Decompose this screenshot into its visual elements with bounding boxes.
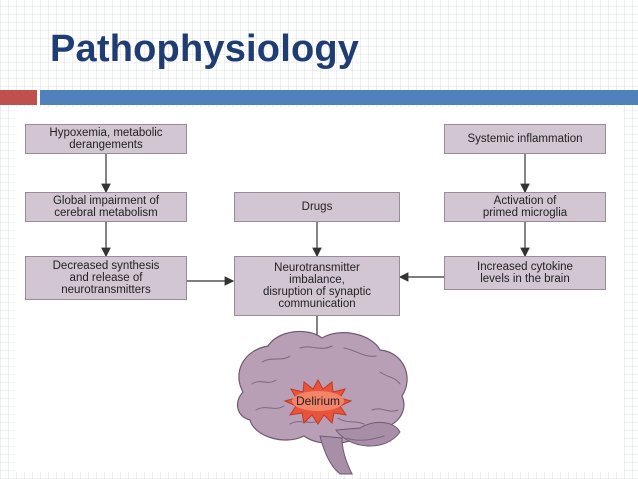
box-hypoxemia: Hypoxemia, metabolic derangements <box>25 124 187 154</box>
slide-title: Pathophysiology <box>50 28 360 70</box>
brain-cerebellum <box>335 422 401 447</box>
box-decreased-synthesis: Decreased synthesis and release of neuro… <box>25 256 187 300</box>
delirium-label: Delirium <box>296 394 340 408</box>
box-activation-microglia: Activation of primed microglia <box>444 192 606 222</box>
box-global-impairment: Global impairment of cerebral metabolism <box>25 192 187 222</box>
box-drugs: Drugs <box>234 192 400 222</box>
box-increased-cytokine: Increased cytokine levels in the brain <box>444 256 606 290</box>
accent-bar-red <box>0 90 37 105</box>
box-systemic-inflammation: Systemic inflammation <box>444 124 606 154</box>
brain-stem <box>319 435 353 475</box>
accent-bar-blue <box>40 90 638 105</box>
starburst-core <box>292 391 344 411</box>
box-neurotransmitter-imbalance: Neurotransmitter imbalance, disruption o… <box>234 256 400 316</box>
